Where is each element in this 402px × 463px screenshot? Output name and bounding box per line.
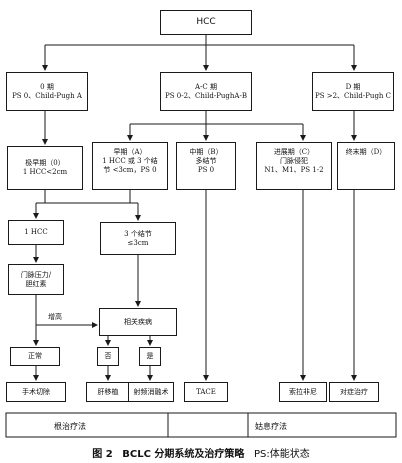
resection-label: 手术切除 xyxy=(22,387,50,396)
stage-d-box: D 期 PS >2、Child-Pugh C xyxy=(312,72,394,111)
advanced-stage-criteria-2: N1、M1、PS 1-2 xyxy=(264,166,324,174)
caption-title: BCLC 分期系统及治疗策略 xyxy=(122,449,245,460)
very-early-stage-box: 极早期（0） 1 HCC<2cm xyxy=(7,146,83,190)
stage-0-title: 0 期 xyxy=(40,82,54,91)
figure-caption: 图 2 BCLC 分期系统及治疗策略 PS:体能状态 xyxy=(0,445,402,460)
stage-ac-title: A-C 期 xyxy=(194,82,217,91)
sorafenib-box: 索拉非尼 xyxy=(279,382,327,402)
rfa-box: 射频消融术 xyxy=(128,382,174,402)
terminal-stage-title: 终末期（D） xyxy=(345,148,387,156)
related-disease-box: 相关疾病 xyxy=(99,308,177,336)
very-early-stage-title: 极早期（0） xyxy=(25,159,65,167)
yes-box: 是 xyxy=(139,347,161,366)
intermediate-stage-criteria-1: 多结节 xyxy=(195,157,217,165)
palliative-label: 姑息疗法 xyxy=(255,422,287,431)
advanced-stage-title: 进展期（C） xyxy=(273,148,315,156)
increase-label: 增高 xyxy=(48,313,62,321)
related-disease-label: 相关疾病 xyxy=(124,317,152,326)
normal-box: 正常 xyxy=(10,347,60,366)
early-stage-title: 早期（A） xyxy=(113,148,147,156)
sorafenib-label: 索拉非尼 xyxy=(289,387,317,396)
portal-pressure-label-2: 胆红素 xyxy=(25,279,47,288)
portal-pressure-label-1: 门脉压力/ xyxy=(20,270,52,279)
rfa-label: 射频消融术 xyxy=(133,387,169,396)
three-nodules-size: ≤3cm xyxy=(127,238,149,247)
hcc-box: HCC xyxy=(160,10,252,35)
three-nodules-label: 3 个结节 xyxy=(124,229,152,238)
transplant-label: 肝移植 xyxy=(97,387,119,396)
tace-box: TACE xyxy=(184,382,228,402)
early-stage-criteria-2: 节 <3cm，PS 0 xyxy=(103,166,157,174)
intermediate-stage-box: 中期（B） 多结节 PS 0 xyxy=(176,142,236,190)
terminal-stage-box: 终末期（D） xyxy=(337,142,395,190)
transplant-box: 肝移植 xyxy=(86,382,130,402)
stage-d-criteria: PS >2、Child-Pugh C xyxy=(314,91,392,100)
no-label: 否 xyxy=(104,352,112,360)
no-box: 否 xyxy=(97,347,119,366)
stage-d-title: D 期 xyxy=(345,82,361,91)
stage-0-box: 0 期 PS 0、Child-Pugh A xyxy=(6,72,88,111)
intermediate-stage-criteria-2: PS 0 xyxy=(197,166,215,174)
single-hcc-box: 1 HCC xyxy=(8,220,64,245)
stage-0-criteria: PS 0、Child-Pugh A xyxy=(12,91,82,100)
very-early-stage-criteria: 1 HCC<2cm xyxy=(22,168,68,176)
symptomatic-box: 对症治疗 xyxy=(329,382,379,402)
yes-label: 是 xyxy=(146,352,154,360)
three-nodules-box: 3 个结节 ≤3cm xyxy=(100,222,176,255)
stage-ac-criteria: PS 0-2、Child-PughA-B xyxy=(165,91,247,100)
normal-label: 正常 xyxy=(28,352,42,360)
portal-pressure-box: 门脉压力/ 胆红素 xyxy=(8,264,64,295)
caption-figure-number: 图 2 xyxy=(92,449,113,460)
symptomatic-label: 对症治疗 xyxy=(340,387,368,396)
early-stage-box: 早期（A） 1 HCC 或 3 个结 节 <3cm，PS 0 xyxy=(92,142,168,190)
tace-label: TACE xyxy=(196,387,216,396)
stage-ac-box: A-C 期 PS 0-2、Child-PughA-B xyxy=(160,72,252,111)
resection-box: 手术切除 xyxy=(6,382,66,402)
early-stage-criteria-1: 1 HCC 或 3 个结 xyxy=(102,157,158,165)
intermediate-stage-title: 中期（B） xyxy=(189,148,223,156)
hcc-label: HCC xyxy=(196,17,216,27)
advanced-stage-box: 进展期（C） 门脉侵犯 N1、M1、PS 1-2 xyxy=(256,142,332,190)
caption-note: PS:体能状态 xyxy=(253,449,310,460)
curative-label: 根治疗法 xyxy=(54,422,86,431)
single-hcc-label: 1 HCC xyxy=(24,228,48,236)
advanced-stage-criteria-1: 门脉侵犯 xyxy=(280,157,308,165)
